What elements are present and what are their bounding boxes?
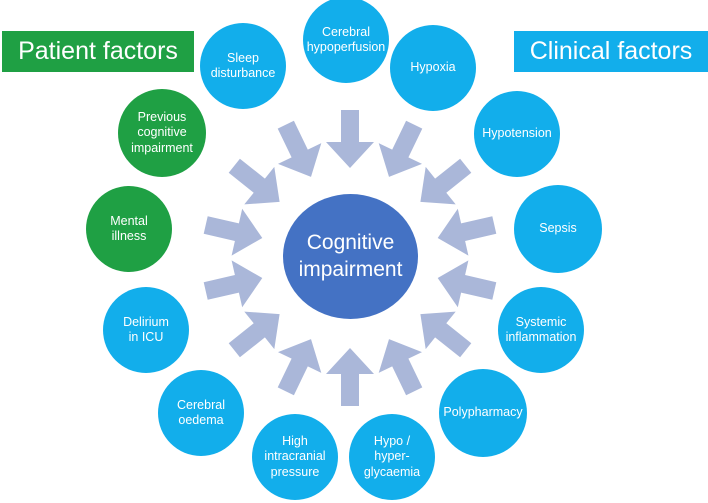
inward-arrow [420,158,472,205]
center-label-line-2: impairment [298,257,403,281]
factor-label-line: intracranial [264,449,326,464]
legend-clinical-label: Clinical factors [529,37,693,65]
factor-node-hypoxia: Hypoxia [390,25,476,111]
inward-arrow [326,348,374,406]
factor-label-line: disturbance [210,66,276,80]
inward-arrow [437,260,497,308]
factor-node-hypo-hyperglycaemia: Hypo /hyper-glycaemia [349,414,435,500]
factor-label-line: Hypoxia [410,60,456,75]
legend-patient-factors: Patient factors [2,31,194,72]
inward-arrow [203,260,263,308]
factor-label-line: Cerebral [177,397,225,412]
legend-clinical-factors: Clinical factors [514,31,708,72]
inward-arrow [437,208,497,256]
factor-label-line: glycaemia [363,464,421,479]
factor-label-line: Cerebral [322,24,370,39]
inward-arrow [203,208,263,256]
inward-arrow [378,339,423,396]
factor-label-line: Polypharmacy [443,405,523,420]
factor-label-line: inflammation [505,330,577,344]
factor-label-line: Hypo / [373,434,411,449]
factor-label-line: Hypotension [482,126,552,141]
factor-label-line: hypoperfusion [306,40,386,54]
factor-node-hypotension: Hypotension [474,91,560,177]
factor-label-line: impairment [131,140,193,155]
inward-arrow [277,120,322,177]
inward-arrow [228,158,280,205]
inward-arrow [277,339,322,396]
factor-label-line: in ICU [128,330,164,344]
factor-label-line: High [282,434,308,449]
factor-label-line: Previous [137,110,187,125]
factor-label-line: Sepsis [539,221,577,236]
factor-label-line: oedema [178,413,224,427]
factor-node-sepsis: Sepsis [514,185,602,273]
factor-label-line: Sleep [227,50,259,65]
inward-arrow [228,311,280,358]
factor-label-line: Mental [110,213,148,228]
inward-arrow [420,311,472,358]
center-label-line-1: Cognitive [306,231,395,255]
factor-label-line: Systemic [515,314,567,329]
factor-label-line: illness [111,229,147,243]
inward-arrow [378,120,423,177]
legend-patient-label: Patient factors [18,37,178,65]
factor-label-line: hyper- [374,449,410,464]
factor-label-line: pressure [270,464,320,479]
factor-label-line: cognitive [137,125,187,140]
center-node-cognitive-impairment: Cognitive impairment [283,194,418,319]
factor-label-line: Delirium [123,314,169,329]
factor-node-polypharmacy: Polypharmacy [439,369,527,457]
inward-arrow [326,110,374,168]
